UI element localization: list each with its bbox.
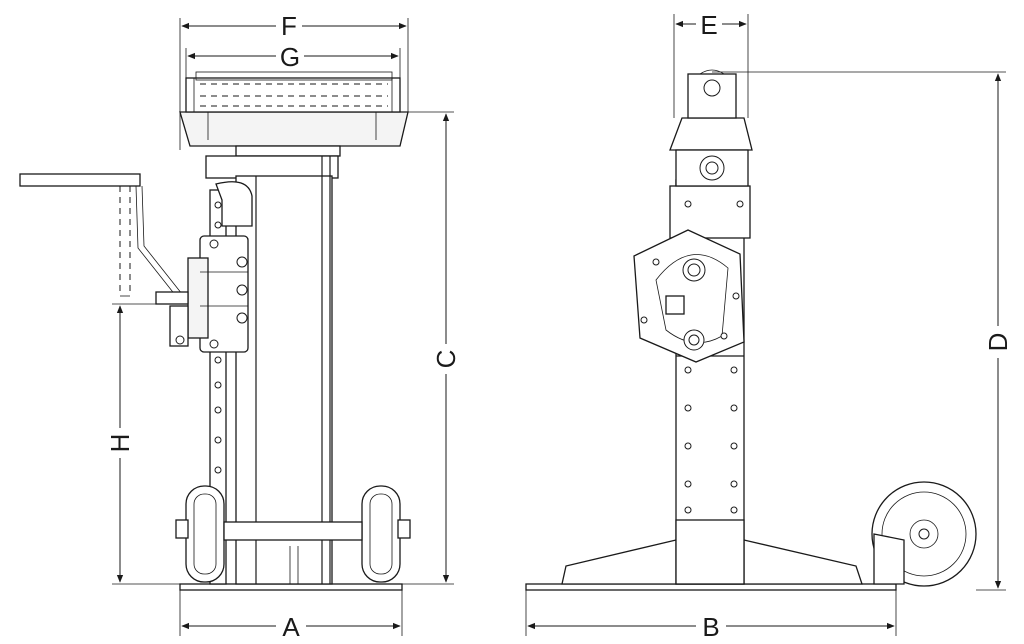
dimension-d: D: [712, 71, 1013, 591]
label-a: A: [282, 612, 300, 642]
dimension-a: A: [179, 590, 403, 642]
front-neck: [235, 145, 341, 157]
label-g: G: [280, 42, 300, 72]
front-base-plate: [179, 583, 403, 591]
label-e: E: [700, 10, 717, 40]
side-wheel: [871, 481, 977, 587]
label-f: F: [281, 11, 297, 41]
front-column: [235, 156, 333, 585]
dimension-e: E: [673, 10, 749, 118]
side-column-holes: [684, 200, 744, 514]
front-latch: [215, 181, 253, 227]
side-head: [669, 69, 753, 187]
side-gear-housing: [633, 229, 745, 363]
dimension-h: H: [105, 303, 180, 585]
label-d: D: [983, 333, 1013, 352]
front-view: [19, 71, 411, 591]
front-wheels: [175, 485, 411, 584]
dimension-b: B: [525, 590, 897, 642]
dimension-g: G: [185, 42, 401, 78]
front-head-block: [205, 155, 339, 179]
dimension-f: F: [179, 11, 409, 150]
side-view: [525, 69, 977, 591]
front-top-plate: [179, 71, 409, 147]
front-crank-handle: [19, 173, 189, 347]
label-b: B: [702, 612, 719, 642]
dimension-c: C: [402, 111, 461, 585]
label-c: C: [431, 350, 461, 369]
front-gear-housing: [187, 235, 249, 353]
label-h: H: [105, 434, 135, 453]
